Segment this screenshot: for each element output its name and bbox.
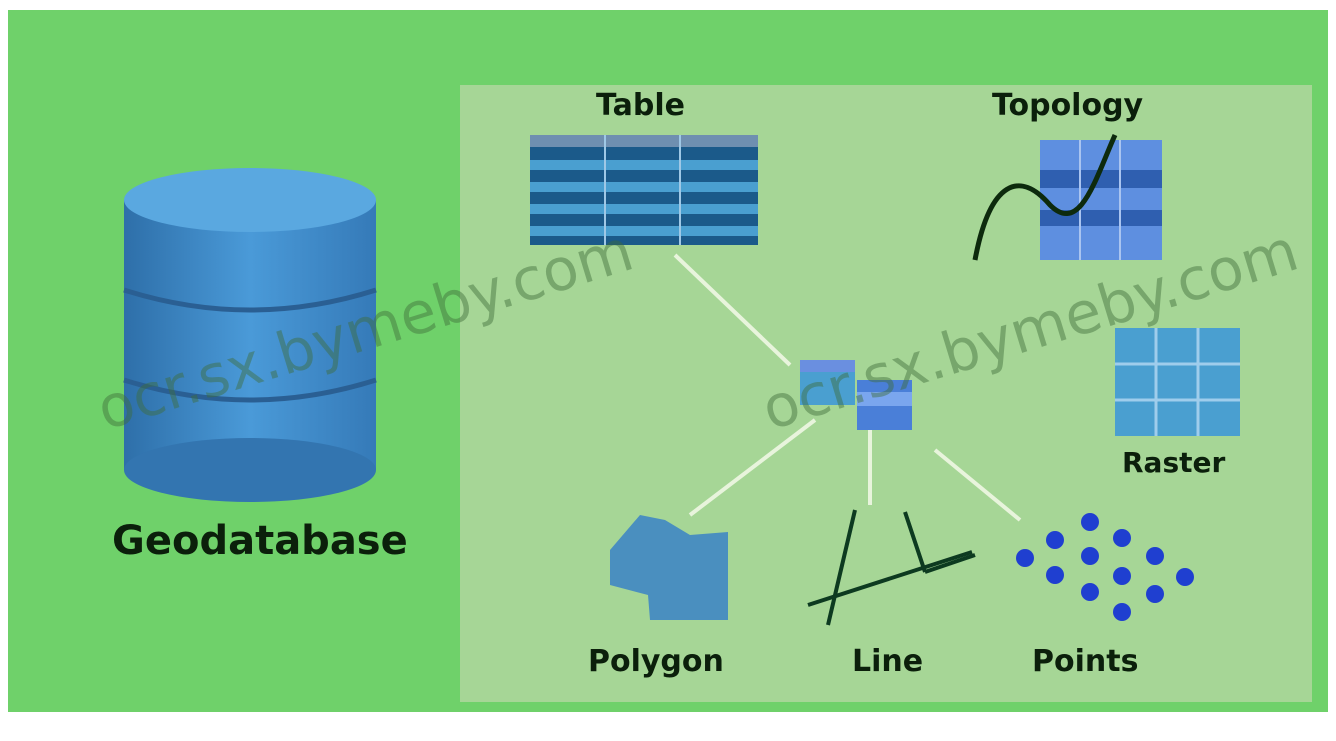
connector-polygon: [688, 418, 817, 517]
points-icon: [1016, 513, 1194, 621]
geodatabase-cylinder-icon: [123, 168, 377, 502]
raster-icon: [1115, 328, 1240, 436]
raster-label: Raster: [1122, 446, 1226, 479]
central-hub-icon: [800, 360, 912, 430]
polygon-icon: [610, 515, 728, 620]
line-icon: [807, 509, 976, 626]
connector-lines: [673, 253, 1022, 522]
table-label: Table: [596, 88, 685, 123]
line-label: Line: [852, 644, 924, 679]
topology-label: Topology: [992, 88, 1144, 123]
connector-table: [673, 253, 792, 367]
polygon-label: Polygon: [588, 644, 724, 679]
points-label: Points: [1032, 644, 1139, 679]
connector-points: [933, 448, 1022, 522]
topology-icon: [972, 133, 1162, 261]
geodatabase-label: Geodatabase: [112, 518, 408, 564]
table-icon: [530, 135, 758, 245]
